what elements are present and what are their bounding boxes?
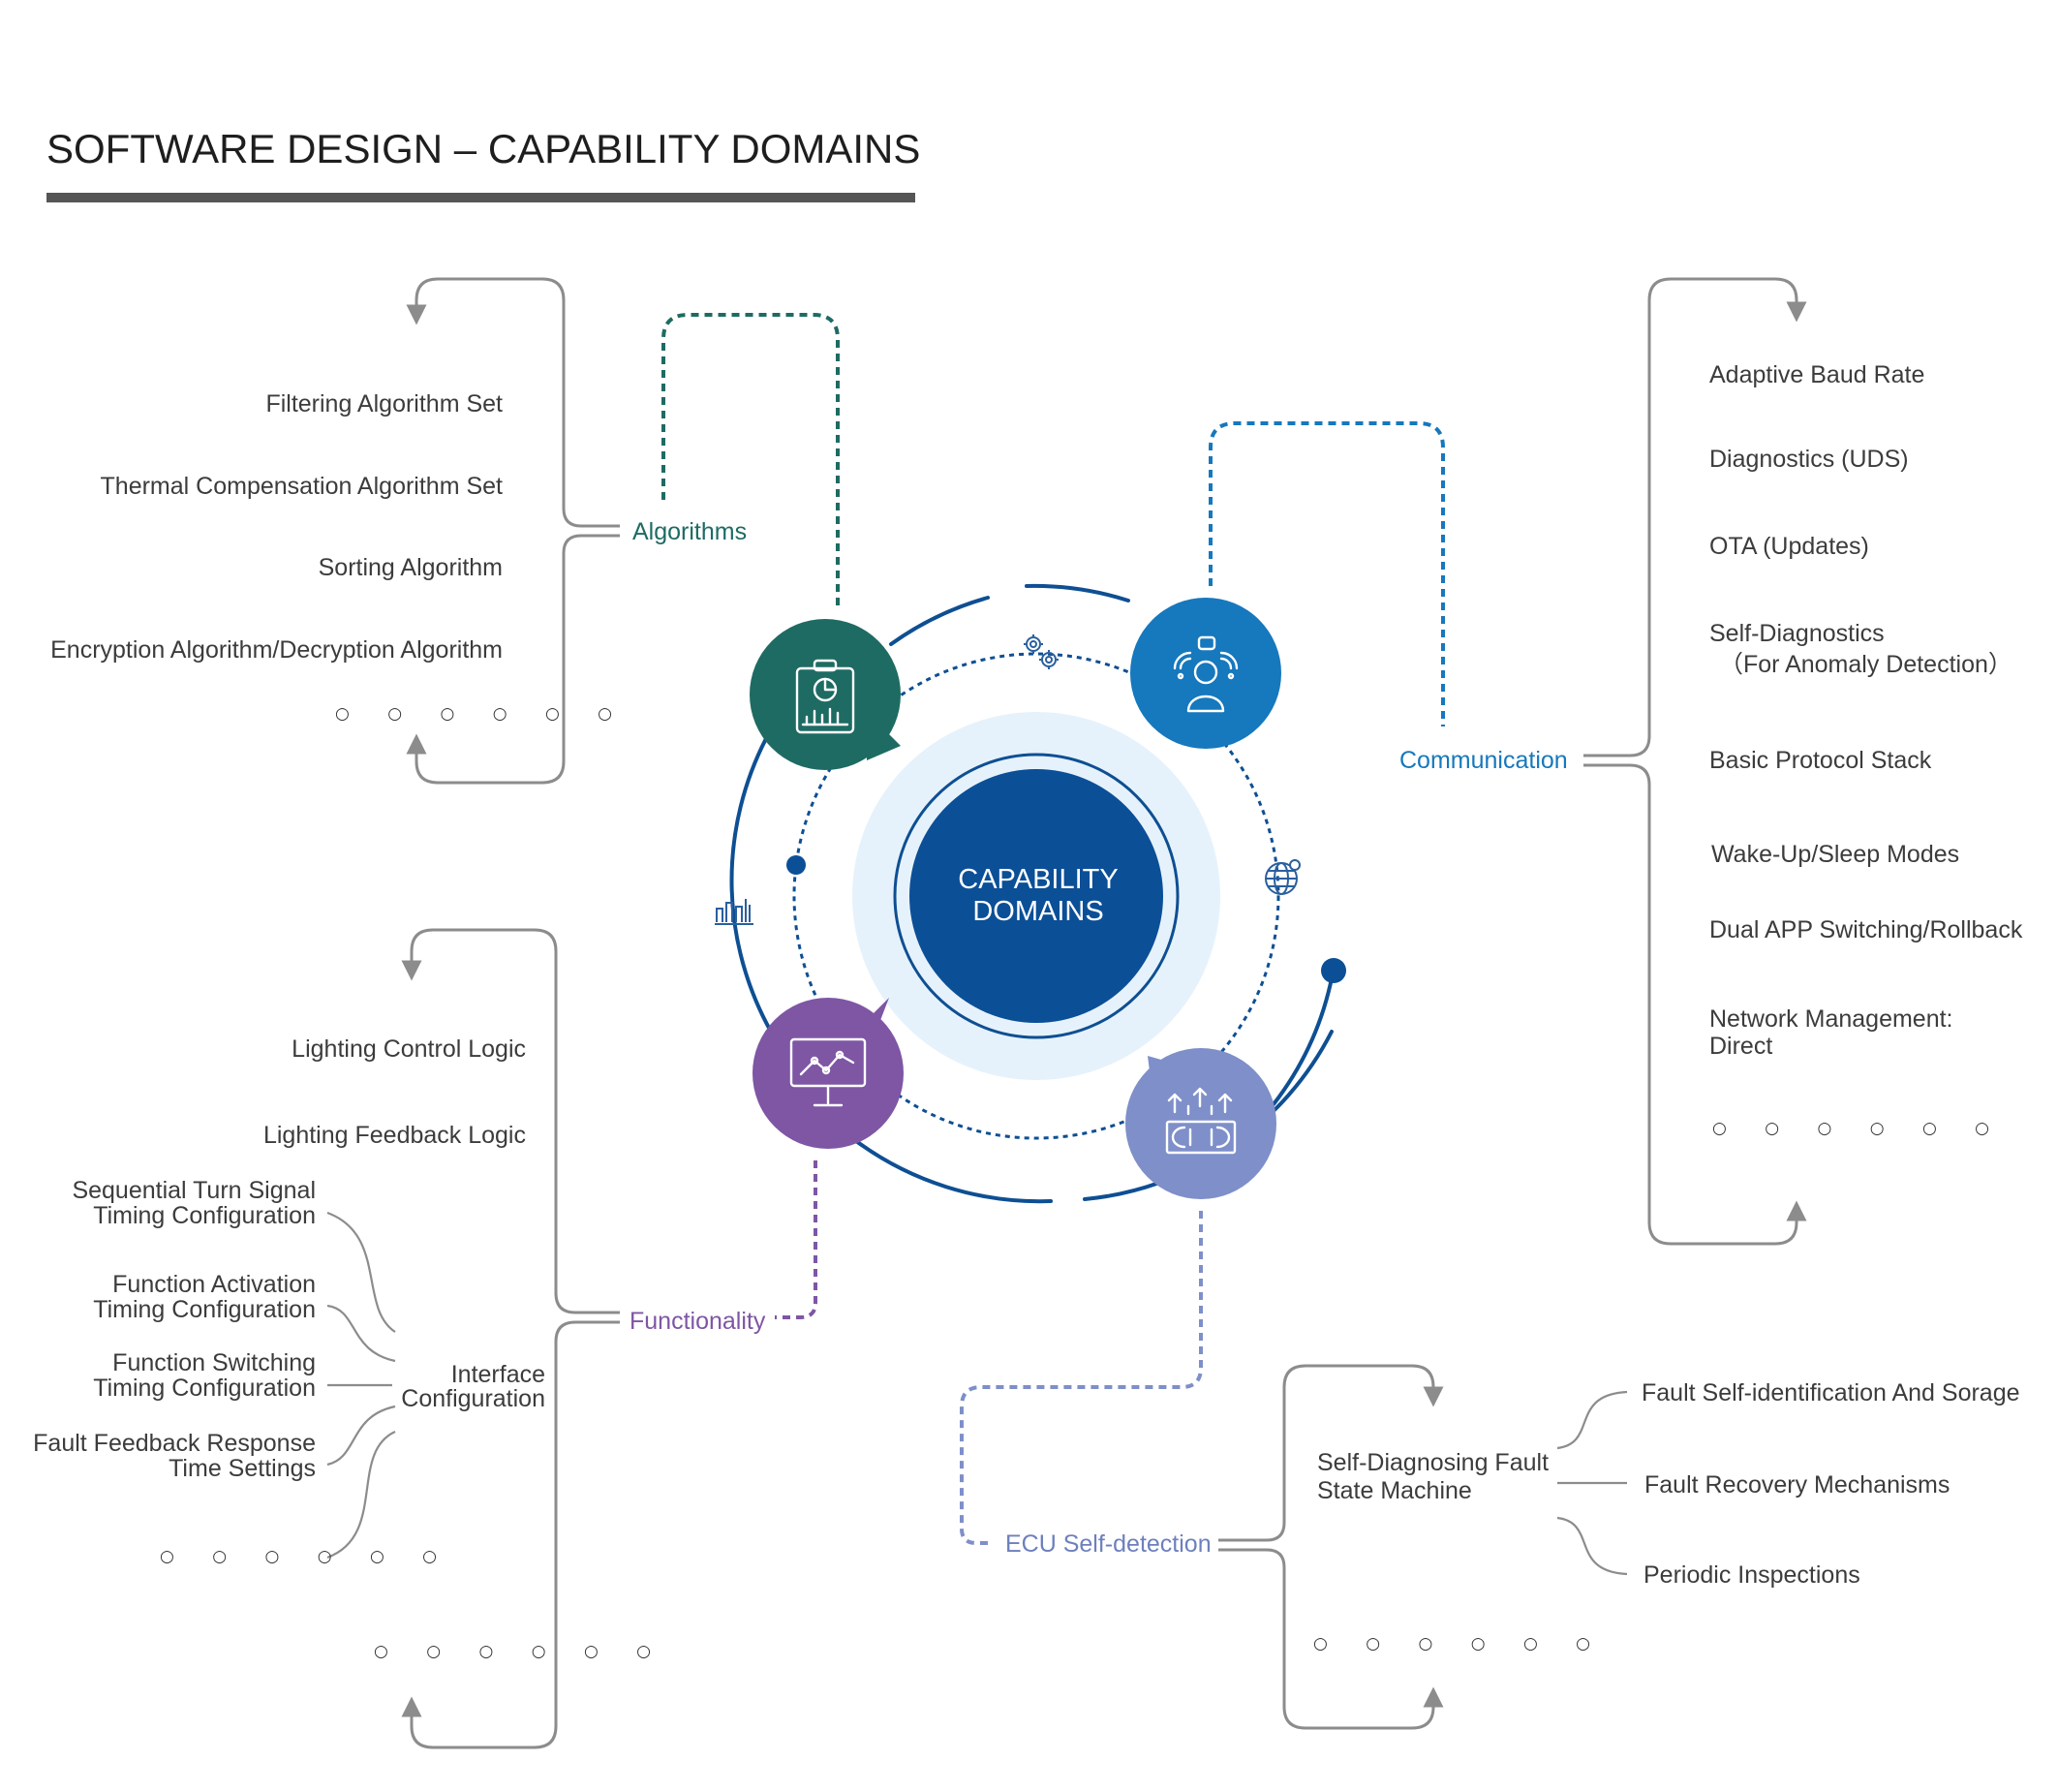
interface-config-item: Time Settings	[169, 1455, 316, 1482]
ecu-ellipsis: ○ ○ ○ ○ ○ ○	[1313, 1634, 1607, 1653]
ecu-branch: ECU Self-detection Self-Diagnosing Fault…	[1005, 1364, 2020, 1730]
bracket-top	[406, 277, 620, 528]
ring-dot	[786, 855, 806, 875]
interface-config-item: Timing Configuration	[93, 1296, 316, 1323]
outer-ring-arc	[729, 729, 782, 1048]
outer-ring-arc	[1025, 583, 1130, 602]
communication-item: （For Anomaly Detection）	[1719, 651, 2012, 678]
page-title: SOFTWARE DESIGN – CAPABILITY DOMAINS	[46, 126, 920, 171]
communication-item: Wake-Up/Sleep Modes	[1711, 841, 1959, 868]
domain-label-ecu: ECU Self-detection	[1005, 1530, 1212, 1558]
functionality-item: Lighting Control Logic	[292, 1035, 526, 1063]
bar-chart-icon	[715, 899, 753, 925]
bracket-bottom	[1583, 763, 1807, 1246]
interface-config-item: Sequential Turn Signal	[72, 1177, 316, 1204]
node-ecu[interactable]	[1125, 1048, 1276, 1199]
fsm-item: Fault Self-identification And Sorage	[1642, 1379, 2020, 1406]
domain-label-algorithms: Algorithms	[632, 518, 747, 545]
fsm-item: Fault Recovery Mechanisms	[1644, 1471, 1950, 1498]
functionality-branch: Functionality Lighting Control Logic Lig…	[33, 928, 766, 1749]
bracket-bottom	[1218, 1548, 1444, 1730]
interface-config-item: Fault Feedback Response	[33, 1430, 316, 1457]
chip-upload-icon	[1165, 1087, 1237, 1155]
communication-item: Self-Diagnostics	[1709, 620, 1885, 647]
monitor-graph-icon	[789, 1037, 867, 1107]
communication-item: Adaptive Baud Rate	[1709, 361, 1924, 388]
center-ring	[893, 753, 1180, 1039]
algorithms-item: Encryption Algorithm/Decryption Algorith…	[50, 636, 503, 664]
ecu-connector	[960, 1211, 1203, 1545]
presentation-chart-icon	[795, 659, 855, 734]
domain-label-functionality: Functionality	[630, 1308, 766, 1335]
algorithms-connector	[661, 313, 840, 605]
functionality-item: Lighting Feedback Logic	[263, 1122, 526, 1149]
node-communication[interactable]	[1130, 598, 1281, 749]
bracket-top	[401, 928, 620, 1314]
bracket-top	[1218, 1364, 1444, 1542]
algorithms-item: Filtering Algorithm Set	[265, 390, 503, 417]
fsm-label: State Machine	[1317, 1477, 1472, 1504]
node-algorithms[interactable]	[750, 619, 901, 770]
interface-config-ellipsis: ○ ○ ○ ○ ○ ○	[160, 1547, 453, 1566]
gears-icon	[1024, 634, 1059, 669]
algorithms-ellipsis: ○ ○ ○ ○ ○ ○	[335, 704, 629, 724]
interface-config-label: Configuration	[401, 1385, 545, 1412]
bracket-top	[1583, 277, 1807, 757]
bracket-bottom	[406, 534, 620, 785]
interface-config-item: Function Activation	[112, 1271, 316, 1298]
communication-item: OTA (Updates)	[1709, 533, 1869, 560]
center-label-line1: CAPABILITY	[958, 864, 1118, 895]
interface-config-links	[326, 1211, 396, 1560]
algorithms-item: Sorting Algorithm	[319, 554, 503, 581]
functionality-ellipsis: ○ ○ ○ ○ ○ ○	[374, 1642, 667, 1661]
inner-dotted-ring	[792, 652, 1280, 1140]
outer-ring-arc	[850, 1136, 1053, 1204]
globe-icon	[1265, 859, 1301, 895]
interface-config-item: Timing Configuration	[93, 1375, 316, 1402]
communication-item: Diagnostics (UDS)	[1709, 446, 1909, 473]
outer-ring-arc	[889, 596, 990, 646]
fsm-item: Periodic Inspections	[1643, 1561, 1860, 1589]
communication-ellipsis: ○ ○ ○ ○ ○ ○	[1712, 1119, 2006, 1138]
interface-config-item: Timing Configuration	[93, 1202, 316, 1229]
communication-item: Basic Protocol Stack	[1709, 747, 1932, 774]
domain-label-communication: Communication	[1399, 747, 1568, 774]
ring-endpoint-dot	[1321, 958, 1346, 983]
center-circle	[909, 769, 1163, 1023]
interface-config-item: Function Switching	[112, 1349, 316, 1376]
communication-item: Dual APP Switching/Rollback	[1709, 916, 2023, 943]
communication-item: Direct	[1709, 1033, 1772, 1060]
outer-ring-arc	[1272, 972, 1335, 1106]
bracket-bottom	[401, 1320, 620, 1749]
functionality-connector	[775, 1160, 817, 1319]
communication-item: Network Management:	[1709, 1005, 1953, 1033]
interface-config-label: Interface	[451, 1361, 545, 1388]
center-hub: CAPABILITY DOMAINS	[852, 712, 1220, 1080]
fsm-label: Self-Diagnosing Fault	[1317, 1449, 1549, 1476]
fsm-links	[1556, 1390, 1628, 1576]
center-label-line2: DOMAINS	[972, 896, 1103, 927]
algorithms-branch: Algorithms Filtering Algorithm Set Therm…	[50, 277, 747, 785]
node-functionality[interactable]	[753, 998, 904, 1149]
title-underline	[46, 193, 915, 202]
network-user-icon	[1173, 635, 1239, 713]
communication-branch: Communication Adaptive Baud Rate Diagnos…	[1399, 277, 2023, 1246]
algorithms-item: Thermal Compensation Algorithm Set	[101, 473, 504, 500]
